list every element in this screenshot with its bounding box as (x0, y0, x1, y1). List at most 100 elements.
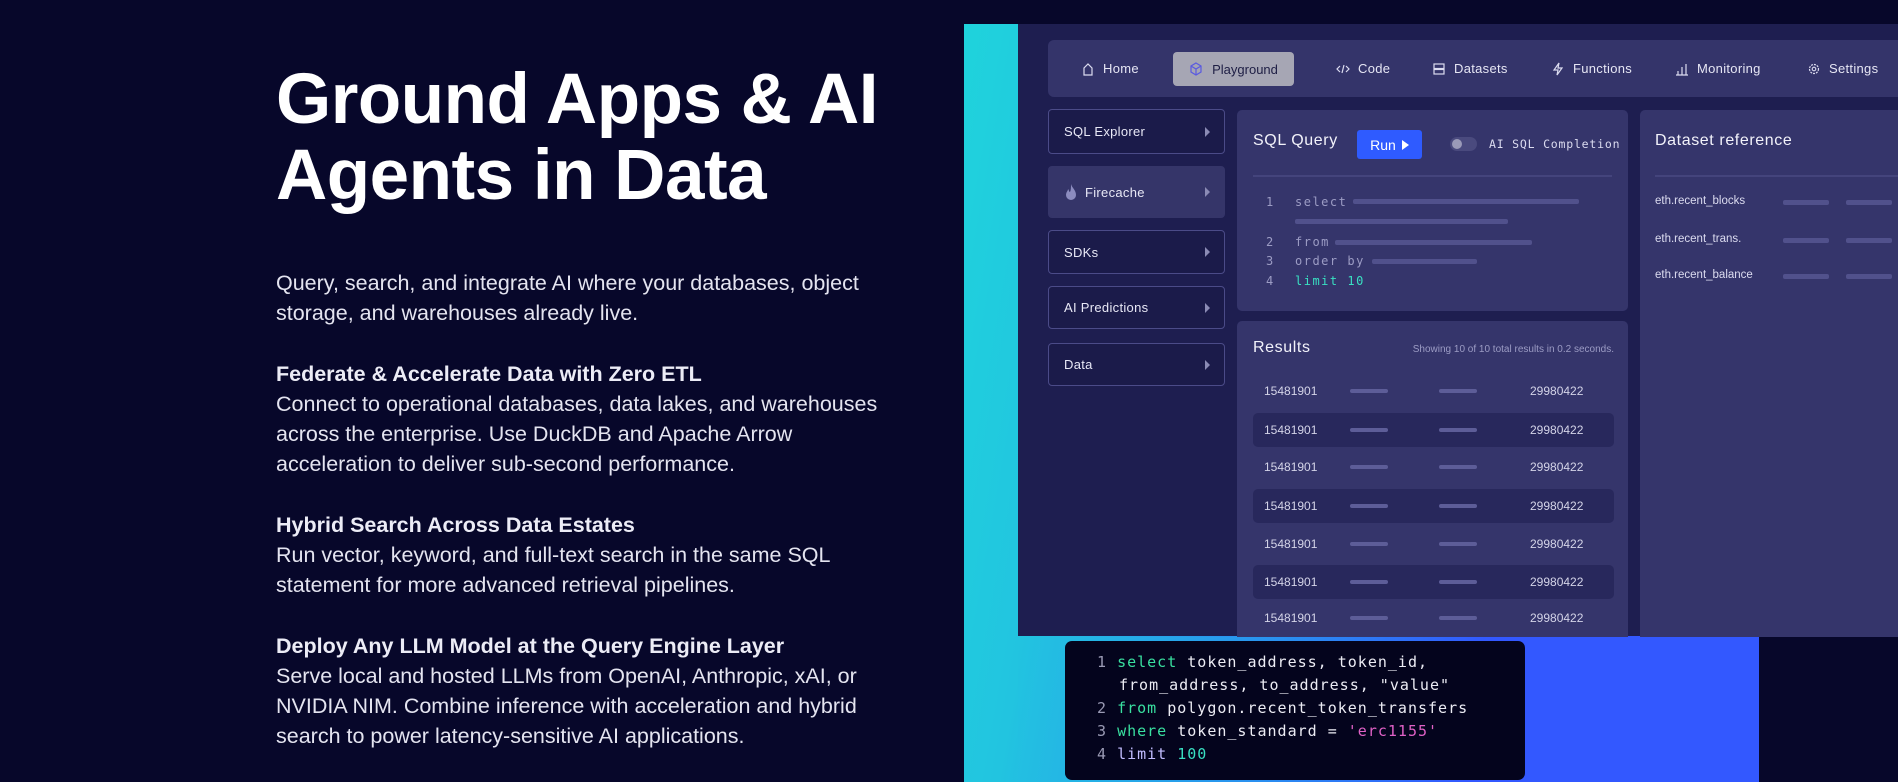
sidebar-item-sql-explorer[interactable]: SQL Explorer (1048, 109, 1225, 154)
cell-value: 29980422 (1530, 537, 1584, 551)
line-number: 2 (1097, 699, 1108, 717)
placeholder-bar (1350, 504, 1388, 508)
text-line: Run vector, keyword, and full-text searc… (276, 543, 831, 567)
nav-functions[interactable]: Functions (1551, 40, 1632, 97)
text-line: Query, search, and integrate AI where yo… (276, 271, 859, 295)
text-line: statement for more advanced retrieval pi… (276, 573, 735, 597)
cell-id: 15481901 (1264, 423, 1318, 437)
placeholder-bar (1439, 465, 1477, 469)
code-icon (1336, 64, 1350, 73)
sidebar-item-sdks[interactable]: SDKs (1048, 230, 1225, 274)
dataset-item[interactable]: eth.recent_balance (1655, 269, 1753, 281)
cell-id: 15481901 (1264, 499, 1318, 513)
nav-settings[interactable]: Settings (1807, 40, 1878, 97)
code-keyword: from (1295, 235, 1330, 249)
nav-label: Home (1103, 61, 1139, 76)
sidebar-label: AI Predictions (1064, 300, 1149, 315)
placeholder-bar (1439, 428, 1477, 432)
play-icon (1401, 139, 1409, 150)
nav-playground[interactable]: Playground (1173, 52, 1294, 86)
results-summary: Showing 10 of 10 total results in 0.2 se… (1412, 344, 1614, 355)
cell-value: 29980422 (1530, 423, 1584, 437)
line-number: 4 (1097, 745, 1108, 763)
cell-value: 29980422 (1530, 384, 1584, 398)
code-text: from_address, to_address, "value" (1119, 676, 1451, 694)
chevron-right-icon (1205, 302, 1210, 313)
text-line: acceleration to deliver sub-second perfo… (276, 452, 735, 476)
run-button[interactable]: Run (1357, 130, 1422, 159)
table-row[interactable]: 15481901 29980422 (1253, 565, 1614, 599)
nav-datasets[interactable]: Datasets (1432, 40, 1508, 97)
feature-hybrid-search: Hybrid Search Across Data Estates Run ve… (276, 510, 916, 600)
run-label: Run (1370, 136, 1396, 153)
placeholder-bar (1439, 504, 1477, 508)
sidebar-item-firecache[interactable]: Firecache (1048, 166, 1225, 218)
text-line: search to power latency-sensitive AI app… (276, 724, 745, 748)
line-number: 3 (1097, 722, 1108, 740)
code-text: token_standard = (1167, 722, 1348, 740)
feature-title: Deploy Any LLM Model at the Query Engine… (276, 634, 785, 658)
chevron-right-icon (1205, 247, 1210, 257)
ai-sql-completion-toggle[interactable] (1450, 137, 1477, 151)
chevron-right-icon (1205, 187, 1210, 197)
placeholder-bar (1846, 274, 1892, 279)
line-number: 4 (1266, 274, 1275, 288)
chevron-right-icon (1205, 359, 1210, 370)
placeholder-bar (1372, 259, 1477, 264)
dataset-item[interactable]: eth.recent_trans. (1655, 233, 1742, 245)
nav-home[interactable]: Home (1081, 40, 1139, 97)
sidebar-label: Data (1064, 357, 1093, 372)
flame-icon (1066, 184, 1076, 200)
placeholder-bar (1439, 389, 1477, 393)
text-line: NVIDIA NIM. Combine inference with accel… (276, 694, 857, 718)
ai-sql-completion-label: AI SQL Completion (1489, 137, 1621, 151)
code-number: 100 (1167, 745, 1208, 763)
code-keyword: select (1295, 195, 1348, 209)
dataset-reference-panel (1640, 110, 1898, 650)
chevron-right-icon (1205, 126, 1210, 137)
code-string: 'erc1155' (1347, 722, 1439, 740)
nav-label: Functions (1573, 61, 1633, 76)
cell-id: 15481901 (1264, 575, 1318, 589)
placeholder-bar (1350, 616, 1388, 620)
nav-label: Settings (1829, 61, 1879, 76)
cube-icon (1190, 62, 1202, 76)
placeholder-bar (1439, 542, 1477, 546)
text-line: storage, and warehouses already live. (276, 301, 639, 325)
intro-paragraph: Query, search, and integrate AI where yo… (276, 268, 916, 328)
nav-monitoring[interactable]: Monitoring (1675, 40, 1761, 97)
nav-code[interactable]: Code (1336, 40, 1390, 97)
code-keyword: from (1117, 699, 1158, 717)
dataset-reference-title: Dataset reference (1655, 132, 1793, 149)
placeholder-bar (1783, 274, 1829, 279)
nav-label: Playground (1212, 61, 1278, 77)
database-icon (1433, 62, 1445, 75)
dataset-item[interactable]: eth.recent_blocks (1655, 195, 1746, 207)
chart-icon (1676, 63, 1688, 76)
line-number: 1 (1266, 195, 1275, 209)
text-line: Connect to operational databases, data l… (276, 392, 878, 416)
table-row[interactable]: 15481901 29980422 (1253, 413, 1614, 447)
code-text: polygon.recent_token_transfers (1157, 699, 1469, 717)
sidebar-item-data[interactable]: Data (1048, 343, 1225, 386)
code-keyword: select (1117, 653, 1178, 671)
placeholder-bar (1783, 200, 1829, 205)
feature-title: Hybrid Search Across Data Estates (276, 513, 635, 537)
placeholder-bar (1439, 580, 1477, 584)
cell-value: 29980422 (1530, 575, 1584, 589)
code-snippet: 1 select token_address, token_id, from_a… (1065, 641, 1525, 780)
sidebar-item-ai-predictions[interactable]: AI Predictions (1048, 286, 1225, 329)
placeholder-bar (1350, 428, 1388, 432)
sql-query-title: SQL Query (1253, 132, 1338, 149)
placeholder-bar (1846, 200, 1892, 205)
code-keyword: order by (1295, 254, 1365, 268)
placeholder-bar (1353, 199, 1579, 204)
sidebar-label: Firecache (1085, 184, 1145, 200)
feature-title: Federate & Accelerate Data with Zero ETL (276, 362, 702, 386)
code-keyword: limit 10 (1295, 274, 1365, 288)
